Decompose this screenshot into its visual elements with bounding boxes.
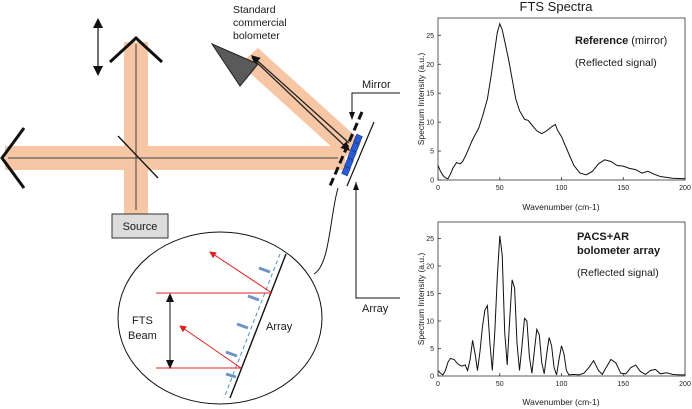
x-tick-label: 200 bbox=[679, 185, 691, 192]
chart-pacs-title-2: bolometer array bbox=[577, 245, 661, 257]
array-label: Array bbox=[362, 303, 389, 315]
optical-setup: Source Standard commercial bolometer Mir… bbox=[0, 4, 400, 405]
x-tick-label: 50 bbox=[496, 185, 504, 192]
y-tick-label: 25 bbox=[426, 236, 434, 243]
y-tick-label: 15 bbox=[426, 291, 434, 298]
bolometer-label-2: commercial bbox=[233, 17, 287, 29]
inset-pixels bbox=[225, 266, 271, 358]
inset-array-label: Array bbox=[266, 321, 293, 333]
chart-pacs-subtitle: (Reflected signal) bbox=[577, 267, 659, 279]
source-label: Source bbox=[123, 221, 158, 233]
chart-reference-line bbox=[437, 22, 686, 180]
chart-pacs: 0 50 100 150 200 0 5 10 15 20 25 Wavenumber (cm-1)… bbox=[416, 221, 691, 407]
y-tick-label: 0 bbox=[430, 178, 434, 185]
bolometer-icon bbox=[210, 42, 259, 87]
top-retro-mirror bbox=[108, 35, 164, 64]
chart-reference-subtitle: (Reflected signal) bbox=[575, 57, 657, 69]
x-tick-label: 100 bbox=[556, 381, 568, 388]
chart-reference: 0 50 100 150 200 0 5 10 15 20 25 Wavenumber (cm-1)… bbox=[416, 17, 691, 212]
inset-beam-label: Beam bbox=[128, 330, 157, 342]
inset-rays bbox=[156, 251, 273, 369]
array-pixels bbox=[341, 133, 363, 177]
source-box bbox=[111, 213, 169, 239]
chart-reference-ylabel: Spectrum Intensity (a.u.) bbox=[416, 53, 426, 146]
chart-pacs-line bbox=[437, 235, 685, 376]
x-tick-label: 200 bbox=[679, 381, 691, 388]
x-tick-label: 50 bbox=[496, 381, 504, 388]
x-tick-label: 150 bbox=[617, 185, 629, 192]
chart-pacs-xlabel: Wavenumber (cm-1) bbox=[522, 397, 599, 407]
y-tick-label: 10 bbox=[426, 120, 434, 127]
chart-pacs-title-1: PACS+AR bbox=[577, 231, 629, 243]
beam-splitter bbox=[117, 135, 159, 179]
chart-reference-xlabel: Wavenumber (cm-1) bbox=[522, 202, 599, 212]
x-tick-label: 0 bbox=[436, 381, 440, 388]
mirror-label: Mirror bbox=[362, 79, 391, 91]
y-tick-label: 10 bbox=[426, 319, 434, 326]
array-callout bbox=[355, 182, 400, 299]
y-tick-label: 5 bbox=[430, 346, 434, 353]
array-substrate bbox=[346, 121, 375, 187]
y-tick-label: 25 bbox=[426, 33, 434, 40]
x-tick-label: 150 bbox=[617, 381, 629, 388]
y-tick-label: 20 bbox=[426, 62, 434, 69]
chart-reference-title: Reference (mirror) bbox=[575, 35, 667, 47]
inset-fts-label: FTS bbox=[132, 315, 153, 327]
y-tick-label: 20 bbox=[426, 264, 434, 271]
mirror-dashed bbox=[328, 111, 364, 187]
chart-pacs-ylabel: Spectrum Intensity (a.u.) bbox=[416, 253, 426, 346]
bolometer-label-1: Standard bbox=[233, 4, 276, 16]
x-tick-label: 0 bbox=[436, 185, 440, 192]
left-retro-mirror bbox=[0, 127, 26, 189]
bolometer-label-3: bolometer bbox=[233, 30, 280, 42]
y-tick-label: 15 bbox=[426, 91, 434, 98]
mirror-callout bbox=[351, 92, 400, 118]
inset-connector bbox=[313, 187, 339, 275]
spectra-title: FTS Spectra bbox=[520, 0, 594, 14]
x-tick-label: 100 bbox=[556, 185, 568, 192]
y-tick-label: 5 bbox=[430, 149, 434, 156]
y-tick-label: 0 bbox=[430, 374, 434, 381]
